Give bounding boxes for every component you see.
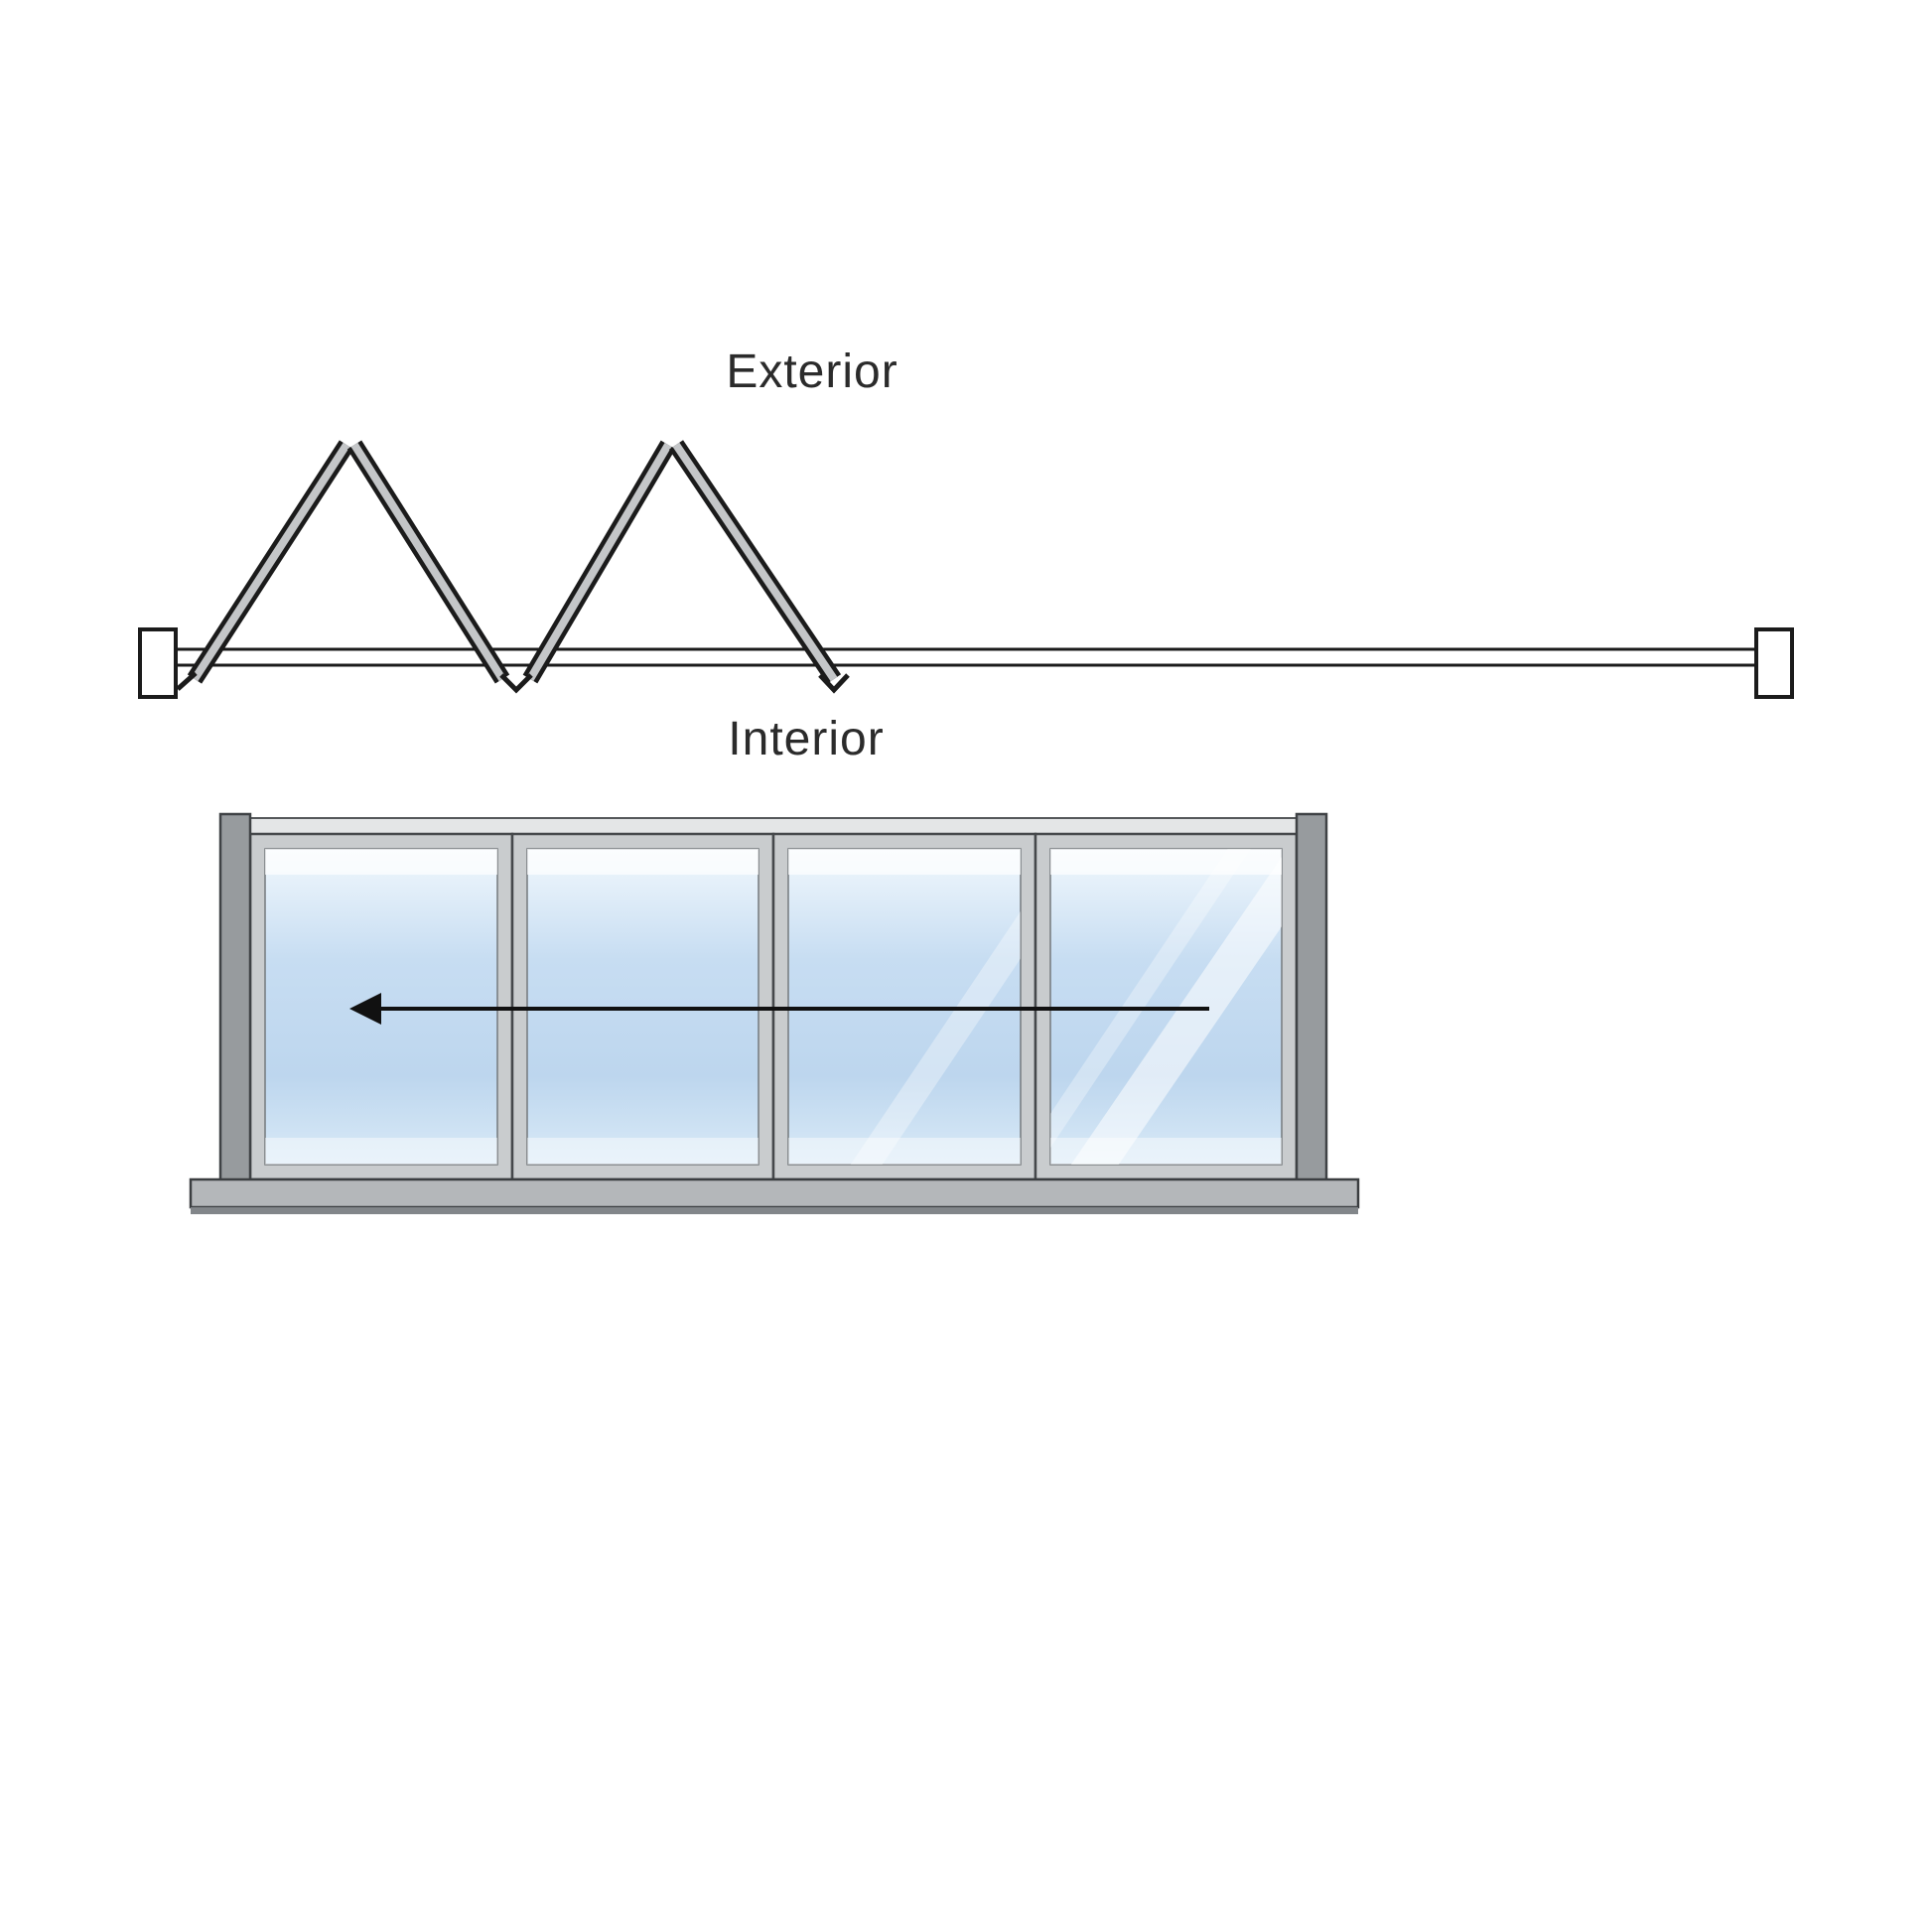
plan-view (138, 440, 1794, 699)
panel-glass-reflections (1050, 849, 1282, 1165)
glass-bottom-band (788, 1138, 1021, 1165)
glass-top-band (527, 849, 759, 875)
hinge-carriage-right (818, 673, 850, 694)
folded-panel-pair-1 (187, 440, 510, 684)
panel-2-fill (350, 442, 506, 682)
folded-panel-pair-2 (522, 440, 842, 684)
slide-direction-arrow (349, 993, 1209, 1025)
panel-glass-reflections (527, 849, 759, 1165)
jamb-cap-right (1754, 627, 1794, 699)
jamb-post-left (218, 812, 252, 1189)
sill-shadow (191, 1207, 1358, 1214)
glass-streak (1070, 857, 1282, 1165)
sill (189, 1177, 1360, 1209)
glass-bottom-band (265, 1138, 497, 1165)
panel-glass-reflections (788, 849, 1021, 1165)
jamb-cap-left (138, 627, 178, 699)
interior-label: Interior (728, 713, 884, 765)
elevation-view (189, 812, 1360, 1214)
panel-1-fill (191, 442, 350, 682)
glass-streak (850, 910, 1021, 1165)
hinge-carriage-mid (499, 673, 533, 694)
arrow-head-left (349, 993, 381, 1025)
jamb-post-right (1295, 812, 1328, 1189)
glass-top-band (788, 849, 1021, 875)
glass-bottom-band (527, 1138, 759, 1165)
panel-4-fill (672, 442, 838, 682)
glass-top-band (265, 849, 497, 875)
glass-streak (1050, 849, 1251, 1149)
panel-3-fill (526, 442, 672, 682)
glass-top-band (1050, 849, 1282, 875)
track-bar (173, 647, 1761, 667)
hinge-foot-left (176, 671, 198, 691)
exterior-label: Exterior (726, 345, 897, 398)
panel-glass-reflections (265, 849, 497, 1165)
